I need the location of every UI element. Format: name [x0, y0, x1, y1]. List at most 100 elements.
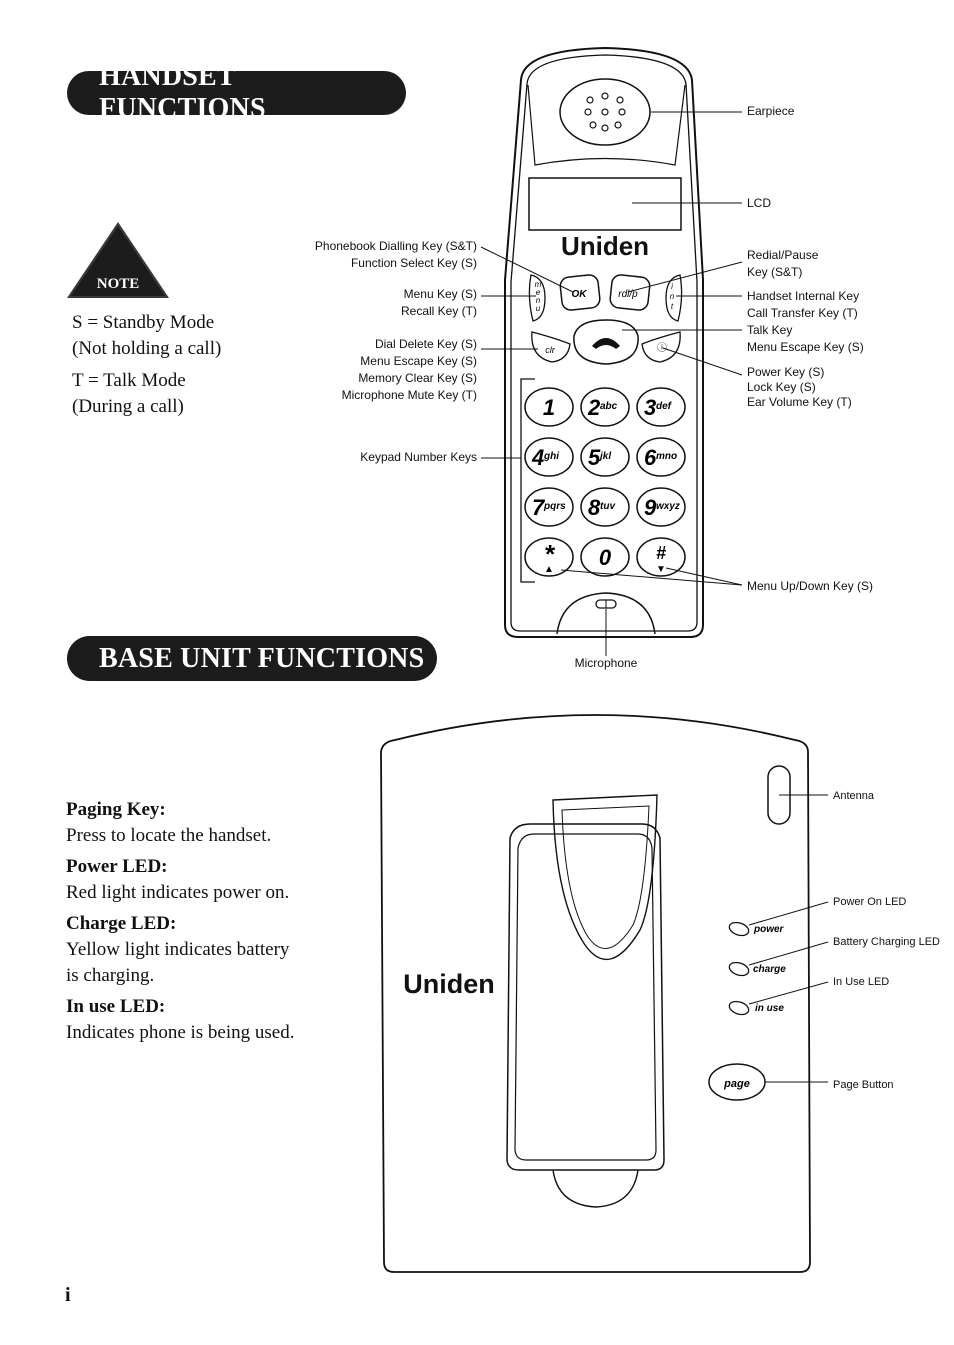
power-led: [728, 921, 750, 937]
clr-key[interactable]: clr: [531, 331, 571, 363]
menu-key[interactable]: m e n u: [528, 274, 546, 322]
key-number: 6: [644, 445, 657, 470]
mode-s-line1: S = Standby Mode: [72, 312, 215, 333]
page-button[interactable]: page: [723, 1078, 750, 1090]
key-outline: [580, 537, 630, 577]
key-number: 9: [644, 495, 657, 520]
key-arrow-icon: ▼: [656, 564, 666, 575]
key-1[interactable]: 1: [524, 387, 574, 427]
svg-text:i: i: [671, 282, 673, 291]
earpiece-icon: [559, 78, 651, 146]
charge-led: [728, 961, 750, 977]
redial-key[interactable]: rdl/p: [609, 274, 651, 311]
svg-text:n: n: [536, 296, 541, 305]
key-number: 8: [588, 495, 601, 520]
key-outline: [636, 437, 686, 477]
base-function-key: In use LED:: [66, 996, 166, 1017]
base-function-key: Paging Key:: [66, 799, 166, 820]
base-function-desc: Red light indicates power on.: [66, 882, 290, 903]
int-key[interactable]: i n t: [665, 274, 683, 322]
lcd-screen: [528, 177, 682, 231]
led-charge-label: charge: [753, 964, 786, 975]
key-outline: [580, 387, 630, 427]
key-outline: [524, 387, 574, 427]
svg-text:n: n: [670, 292, 675, 301]
key-letters: tuv: [600, 501, 616, 512]
key-number: 5: [588, 445, 601, 470]
page-number: i: [65, 1284, 71, 1306]
base-function-desc: Yellow light indicates battery: [66, 939, 290, 960]
base-functions-list: Paging Key:Press to locate the handset.P…: [66, 797, 366, 1051]
power-key[interactable]: ⓘ: [641, 331, 681, 363]
led-power-label: power: [753, 924, 785, 935]
svg-text:OK: OK: [572, 289, 588, 300]
key-star[interactable]: *▲: [524, 537, 574, 577]
label-menu-key: Menu Key (S) Recall Key (T): [400, 287, 477, 318]
label-battery-charging-led: Battery Charging LED: [833, 936, 940, 948]
svg-text:e: e: [536, 288, 541, 297]
key-outline: [524, 487, 574, 527]
handset-functions-title-text: HANDSET FUNCTIONS: [99, 61, 266, 124]
svg-text:t: t: [671, 302, 674, 311]
label-power-key: Power Key (S) Lock Key (S) Ear Volume Ke…: [747, 365, 852, 409]
base-function-key: Power LED:: [66, 856, 168, 877]
base-function-desc: is charging.: [66, 965, 155, 986]
label-power-on-led: Power On LED: [833, 896, 907, 908]
in-use-led: [728, 1000, 750, 1016]
key-letters: def: [656, 401, 673, 412]
label-int-key: Handset Internal Key Call Transfer Key (…: [747, 289, 860, 320]
label-phonebook: Phonebook Dialling Key (S&T) Function Se…: [314, 239, 477, 270]
talk-key[interactable]: [573, 319, 639, 365]
base-function-key: Charge LED:: [66, 913, 177, 934]
note-badge: NOTE: [97, 276, 140, 292]
key-letters: wxyz: [656, 501, 680, 512]
key-letters: mno: [656, 451, 677, 462]
label-microphone: Microphone: [574, 656, 638, 670]
key-arrow-icon: ▲: [544, 564, 554, 575]
handset-brand: Uniden: [561, 231, 649, 261]
key-letters: pqrs: [543, 501, 566, 512]
key-outline: [524, 437, 574, 477]
key-number: 1: [543, 395, 555, 420]
label-clr-key: Dial Delete Key (S) Menu Escape Key (S) …: [341, 337, 477, 402]
mode-t-line2: (During a call): [72, 396, 184, 417]
key-hash[interactable]: #▼: [636, 537, 686, 577]
mode-legend: S = Standby Mode (Not holding a call) T …: [72, 310, 272, 420]
label-lcd: LCD: [747, 196, 772, 210]
base-function-desc: Indicates phone is being used.: [66, 1022, 295, 1043]
key-letters: abc: [600, 401, 618, 412]
ok-key[interactable]: OK: [559, 274, 601, 311]
key-number: 0: [599, 545, 612, 570]
base-function-item: Power LED: Red light indicates power on.: [66, 854, 366, 906]
svg-text:rdl/p: rdl/p: [618, 289, 638, 300]
key-outline: [580, 487, 630, 527]
base-brand: Uniden: [403, 969, 495, 999]
label-in-use-led: In Use LED: [833, 976, 890, 988]
key-outline: [636, 387, 686, 427]
mode-s-line2: (Not holding a call): [72, 338, 222, 359]
base-unit-functions-title: BASE UNIT FUNCTIONS: [67, 636, 437, 681]
key-outline: [636, 487, 686, 527]
base-function-item: Charge LED: Yellow light indicates batter…: [66, 911, 366, 989]
label-page-button: Page Button: [833, 1079, 894, 1091]
key-number: 7: [532, 495, 546, 520]
svg-text:m: m: [535, 280, 542, 289]
label-earpiece: Earpiece: [747, 104, 795, 118]
label-antenna: Antenna: [833, 790, 874, 802]
base-unit-functions-title-text: BASE UNIT FUNCTIONS: [99, 642, 425, 674]
key-outline: [524, 537, 574, 577]
label-keypad: Keypad Number Keys: [360, 450, 477, 464]
svg-text:u: u: [536, 304, 541, 313]
base-function-item: Paging Key:Press to locate the handset.: [66, 797, 366, 849]
key-0[interactable]: 0: [580, 537, 630, 577]
